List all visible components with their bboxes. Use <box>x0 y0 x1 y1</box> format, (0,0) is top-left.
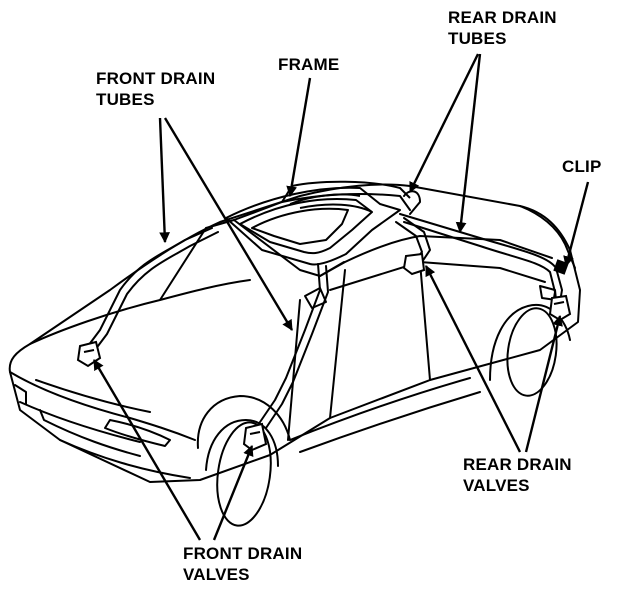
label-frame-text: FRAME <box>278 55 340 74</box>
label-clip-text: CLIP <box>562 157 602 176</box>
label-rear-drain-valves: REAR DRAIN VALVES <box>463 454 572 496</box>
label-rear-drain-valves-line2: VALVES <box>463 476 530 495</box>
rear-drain-tube-right <box>399 190 563 305</box>
rear-drain-valve-left <box>402 252 426 276</box>
rear-drain-valve-right <box>548 294 572 322</box>
label-rear-drain-valves-line1: REAR DRAIN <box>463 455 572 474</box>
label-front-drain-tubes-line2: TUBES <box>96 90 155 109</box>
label-front-drain-valves-line2: VALVES <box>183 565 250 584</box>
label-frame: FRAME <box>278 54 339 75</box>
front-drain-valve-right <box>242 422 268 452</box>
label-front-drain-valves-line1: FRONT DRAIN <box>183 544 303 563</box>
label-rear-drain-tubes-line2: TUBES <box>448 29 507 48</box>
leader-lines <box>92 53 590 541</box>
label-front-drain-valves: FRONT DRAIN VALVES <box>183 543 302 585</box>
sunroof-frame <box>225 180 411 266</box>
label-rear-drain-tubes: REAR DRAIN TUBES <box>448 7 557 49</box>
clip <box>553 259 569 275</box>
front-drain-tube-right <box>257 263 329 429</box>
front-drain-tube-left <box>87 227 219 351</box>
label-front-drain-tubes: FRONT DRAIN TUBES <box>96 68 215 110</box>
car-body <box>8 183 581 527</box>
label-rear-drain-tubes-line1: REAR DRAIN <box>448 8 557 27</box>
label-clip: CLIP <box>562 156 602 177</box>
label-front-drain-tubes-line1: FRONT DRAIN <box>96 69 216 88</box>
